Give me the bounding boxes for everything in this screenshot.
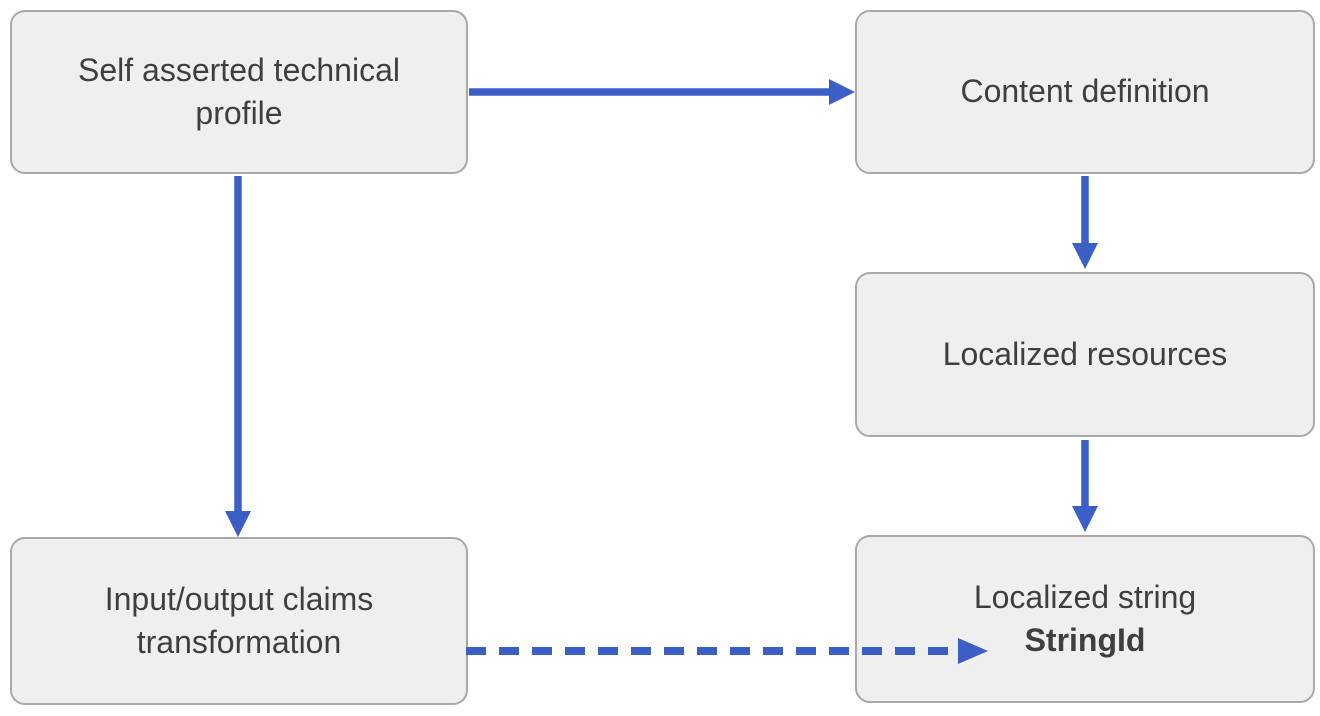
node-localized-resources: Localized resources bbox=[855, 272, 1315, 437]
arrow-profile-to-content-definition bbox=[469, 79, 855, 105]
arrow-localized-resources-to-localized-string bbox=[1072, 440, 1098, 532]
node-self-asserted-technical-profile: Self asserted technical profile bbox=[10, 10, 468, 174]
arrow-profile-to-claims-transformation bbox=[225, 176, 251, 537]
node-sublabel-stringid: StringId bbox=[1024, 622, 1146, 658]
node-label: Content definition bbox=[960, 73, 1210, 110]
node-localized-string: Localized string StringId bbox=[855, 535, 1315, 703]
node-input-output-claims-transformation: Input/output claims transformation bbox=[10, 537, 468, 705]
arrow-content-definition-to-localized-resources bbox=[1072, 176, 1098, 269]
node-label: Localized string bbox=[973, 578, 1197, 615]
node-label: Input/output claims transformation bbox=[104, 580, 374, 660]
node-label: Localized resources bbox=[942, 335, 1228, 372]
node-label: Self asserted technical profile bbox=[78, 51, 400, 131]
node-content-definition: Content definition bbox=[855, 10, 1315, 174]
